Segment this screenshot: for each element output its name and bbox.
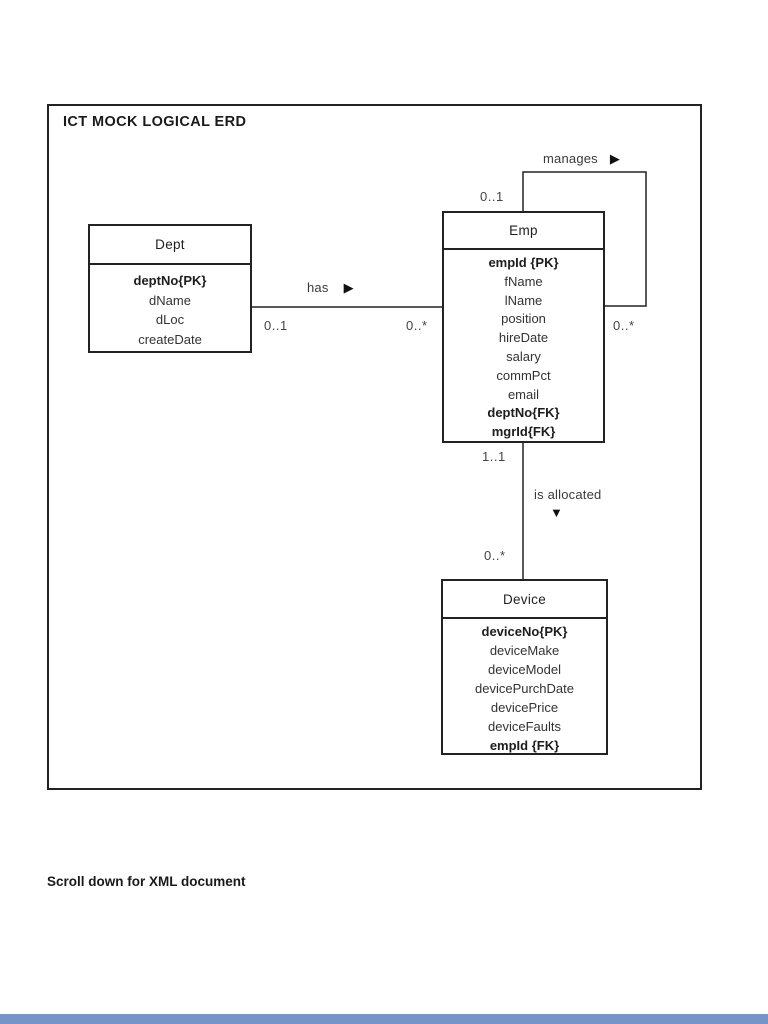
is-allocated-device-multiplicity: 0..* [484,548,506,563]
attribute-row: hireDate [498,330,549,346]
entity-dept: Dept deptNo{PK} dName dLoc createDate [88,224,252,353]
footer-note: Scroll down for XML document [47,874,246,889]
attribute-row: position [501,311,546,327]
attribute-row: dName [149,292,191,308]
has-relationship-label: has ▶ [307,280,354,295]
entity-device-title: Device [443,581,606,619]
entity-emp: Emp empId {PK} fName lName position hireDate… [442,211,605,443]
has-emp-multiplicity: 0..* [406,318,428,333]
entity-device-attributes: deviceNo{PK} deviceMake deviceModel deviceP… [443,619,606,755]
entity-device: Device deviceNo{PK} deviceMake deviceModel… [441,579,608,755]
has-label-text: has [307,280,329,295]
has-dept-multiplicity: 0..1 [264,318,288,333]
attribute-row: deptNo{FK} [487,405,560,421]
attribute-row: empId {FK} [489,738,560,753]
manages-from-multiplicity: 0..1 [480,189,504,204]
is-allocated-label-text: is allocated [534,487,602,502]
right-arrow-icon: ▶ [343,280,354,295]
entity-dept-attributes: deptNo{PK} dName dLoc createDate [90,265,250,349]
is-allocated-emp-multiplicity: 1..1 [482,449,506,464]
down-arrow-icon: ▼ [550,505,563,520]
manages-relationship-label: manages ▶ [543,151,620,166]
diagram-title: ICT MOCK LOGICAL ERD [63,114,247,130]
attribute-row: deviceNo{PK} [481,624,568,639]
right-arrow-icon: ▶ [609,151,621,166]
manages-to-multiplicity: 0..* [613,318,635,333]
attribute-row: commPct [496,367,551,383]
entity-emp-attributes: empId {PK} fName lName position hireDate sala… [444,250,603,442]
attribute-row: deptNo{PK} [133,273,207,288]
attribute-row: deviceModel [488,662,561,677]
attribute-row: deviceMake [489,643,560,658]
is-allocated-relationship-label: is allocated [534,487,601,502]
attribute-row: devicePurchDate [475,681,574,696]
attribute-row: mgrId{FK} [491,424,556,440]
attribute-row: dLoc [155,312,185,327]
attribute-row: devicePrice [490,700,559,715]
attribute-row: fName [504,273,543,289]
attribute-row: salary [506,348,541,364]
attribute-row: email [507,386,540,402]
attribute-row: empId {PK} [488,255,559,270]
attribute-row: createDate [138,331,202,347]
manages-label-text: manages [543,151,598,166]
attribute-row: lName [504,292,543,308]
entity-dept-title: Dept [90,226,250,265]
attribute-row: deviceFaults [488,719,561,734]
entity-emp-title: Emp [444,213,603,250]
viewer-bottom-bar [0,1014,768,1024]
